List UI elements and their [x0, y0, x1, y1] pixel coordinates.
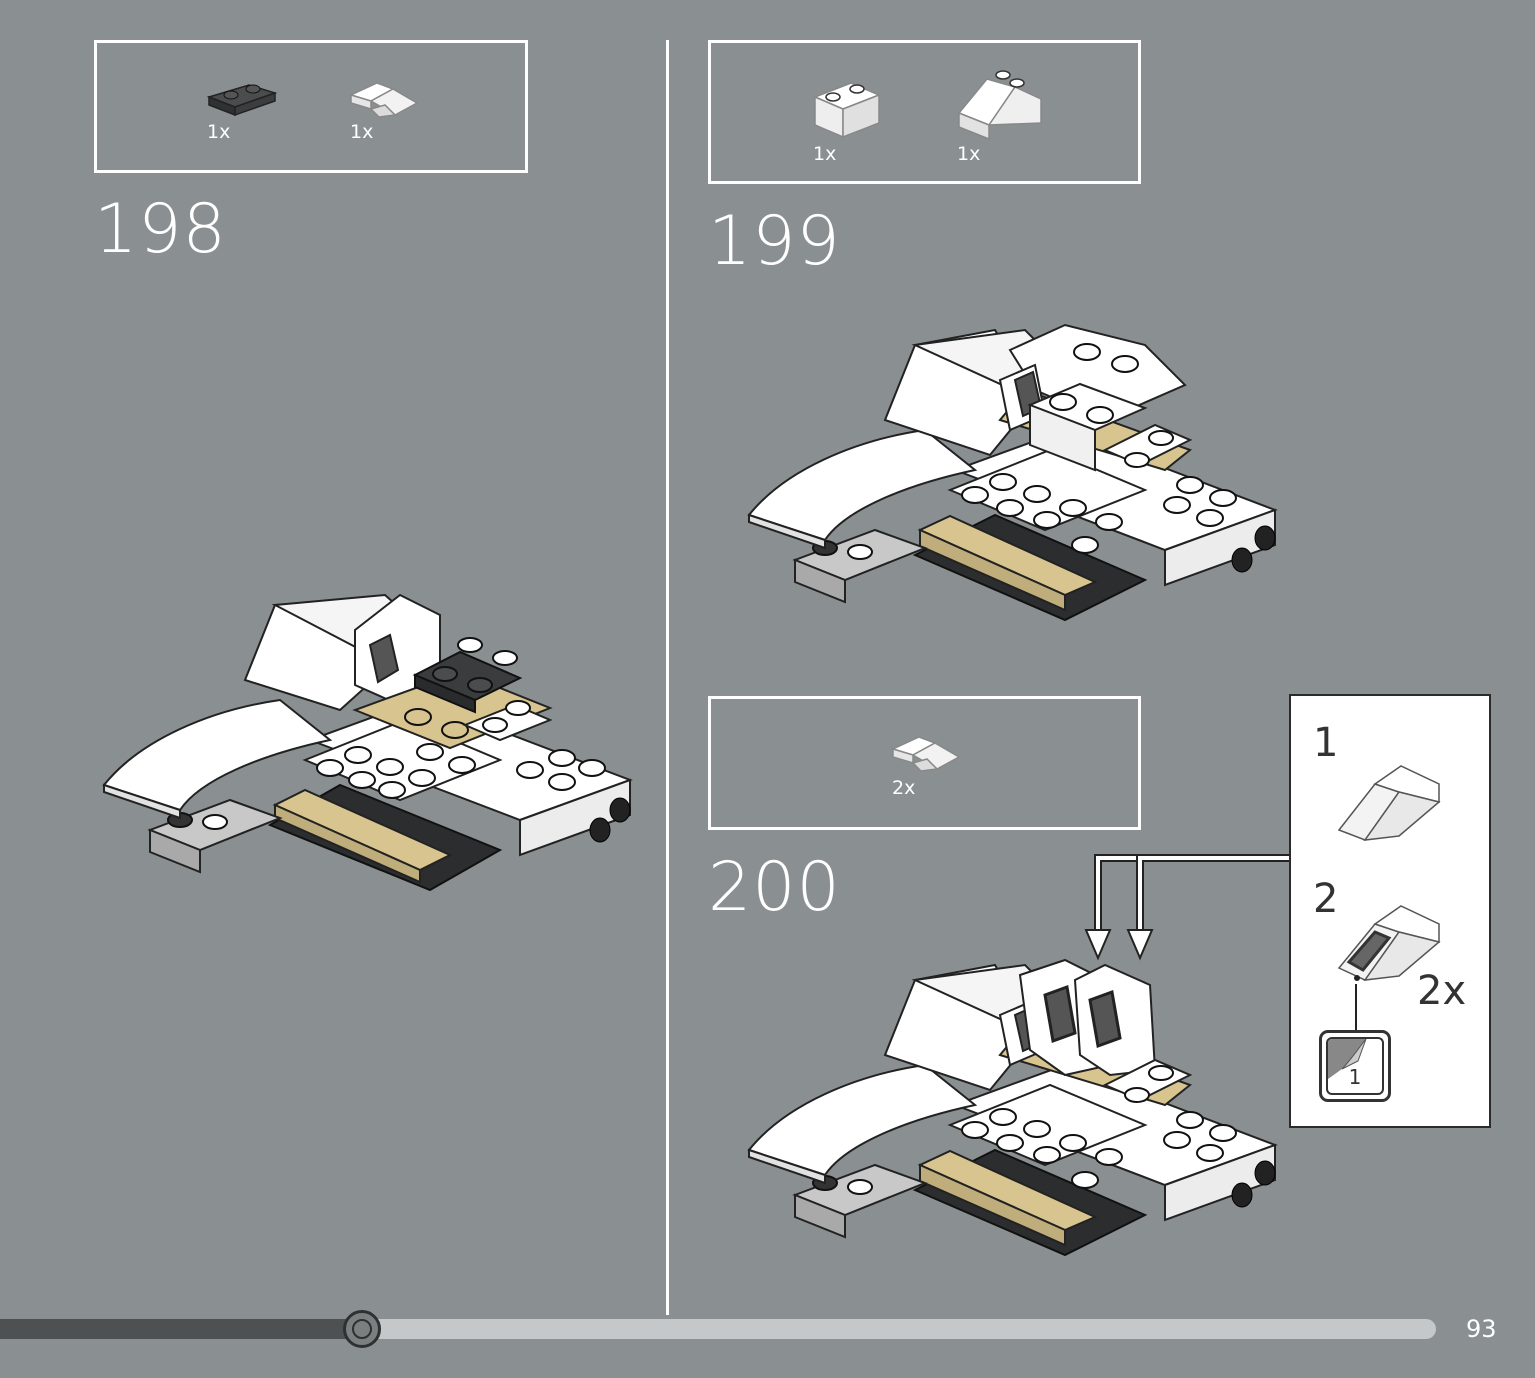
model-illustration-step-199 — [747, 323, 1278, 622]
parts-box-step-200: 2x — [708, 696, 1141, 830]
sticker-sheet: 1 — [1326, 1037, 1384, 1095]
page-number: 93 — [1466, 1315, 1497, 1343]
sticker-leader-line — [1355, 984, 1357, 1032]
part-qty: 1x — [813, 143, 837, 165]
dark-plate-1x2-icon — [206, 84, 278, 117]
step-number: 200 — [708, 848, 841, 927]
part-qty: 1x — [350, 121, 374, 143]
sticker-icon: 1 — [1319, 1030, 1391, 1102]
callout-quantity: 2x — [1417, 968, 1467, 1014]
white-brick-1x2-icon — [813, 82, 881, 139]
model-illustration-step-198 — [102, 593, 633, 892]
sticker-peel-icon — [1328, 1039, 1367, 1079]
white-slope-with-sticker-icon — [1337, 905, 1441, 981]
part-qty: 2x — [892, 777, 916, 799]
white-slope-icon — [1337, 765, 1441, 841]
placement-arrows — [1084, 854, 1290, 961]
white-slope-icon — [348, 82, 419, 118]
parts-box-step-199: 1x 1x — [708, 40, 1141, 184]
sub-step-number: 2 — [1313, 876, 1339, 922]
sub-assembly-callout: 1 2 2x 1 — [1289, 694, 1491, 1128]
progress-knob[interactable] — [343, 1310, 381, 1348]
step-number: 198 — [94, 190, 227, 269]
progress-track[interactable] — [0, 1319, 1436, 1339]
part-qty: 1x — [207, 121, 231, 143]
sticker-number: 1 — [1348, 1065, 1362, 1089]
part-qty: 1x — [957, 143, 981, 165]
sub-step-number: 1 — [1313, 720, 1339, 766]
progress-fill — [0, 1319, 362, 1339]
model-illustration-step-200 — [747, 958, 1278, 1257]
column-divider — [666, 40, 669, 1315]
white-slope-small-icon — [890, 736, 961, 772]
parts-box-step-198: 1x 1x — [94, 40, 528, 173]
white-slope-2x2-icon — [957, 70, 1042, 141]
step-number: 199 — [708, 202, 841, 281]
